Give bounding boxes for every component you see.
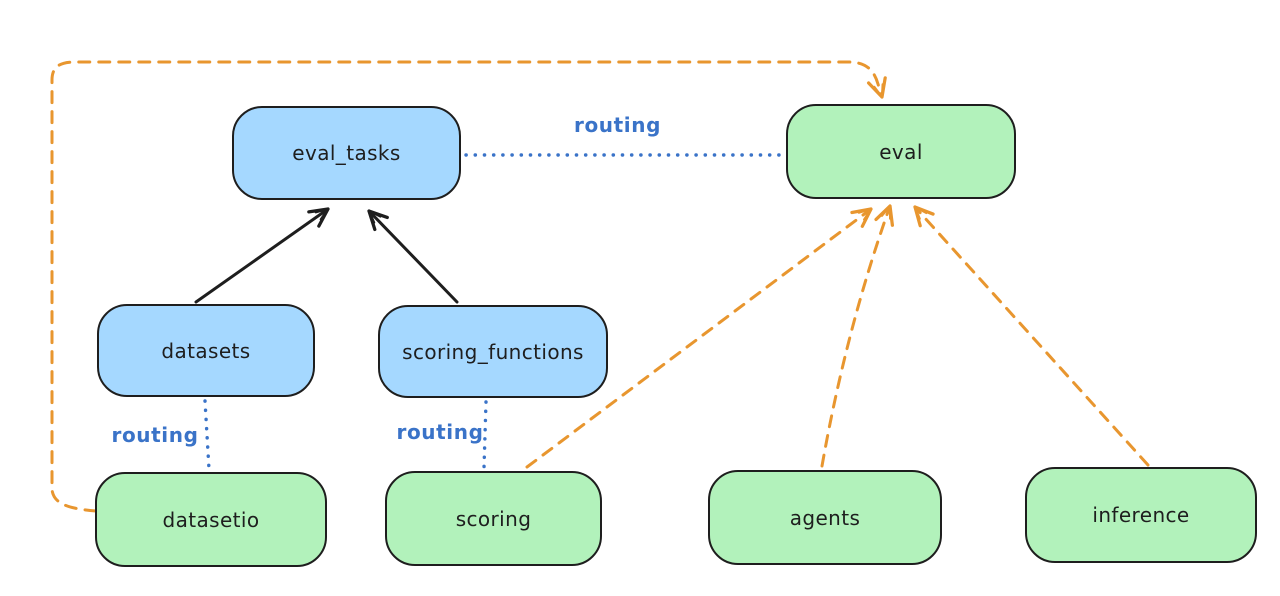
edge-inference-to-eval [913, 205, 1150, 467]
node-scoring-functions: scoring_functions [378, 305, 608, 398]
node-datasetio: datasetio [95, 472, 327, 567]
node-agents-label: agents [789, 505, 861, 530]
edge-agents-to-eval [820, 204, 894, 468]
node-agents: agents [708, 470, 942, 565]
node-datasets-label: datasets [161, 338, 251, 363]
node-datasets: datasets [97, 304, 315, 397]
node-inference-label: inference [1092, 503, 1190, 527]
node-datasetio-label: datasetio [162, 507, 260, 532]
node-eval-tasks-label: eval_tasks [292, 141, 401, 165]
node-eval-tasks: eval_tasks [232, 106, 461, 200]
edge-scoring-functions-to-scoring-routing [482, 400, 488, 470]
routing-label-datasets-datasetio: routing [111, 423, 199, 447]
node-scoring: scoring [385, 471, 602, 566]
edge-datasets-to-datasetio-routing [203, 399, 211, 471]
edge-scoring-to-eval [525, 207, 873, 469]
routing-label-eval-tasks-eval: routing [573, 113, 661, 137]
node-scoring-functions-label: scoring_functions [402, 339, 584, 364]
node-eval: eval [786, 104, 1016, 199]
routing-label-scoring-functions-scoring: routing [396, 420, 484, 444]
node-eval-label: eval [879, 139, 923, 164]
edge-scoring-functions-to-eval-tasks [367, 209, 459, 304]
edge-datasetio-to-eval [50, 60, 887, 513]
edge-datasets-to-eval-tasks [194, 207, 330, 304]
node-scoring-label: scoring [455, 506, 532, 531]
node-inference: inference [1025, 467, 1257, 563]
